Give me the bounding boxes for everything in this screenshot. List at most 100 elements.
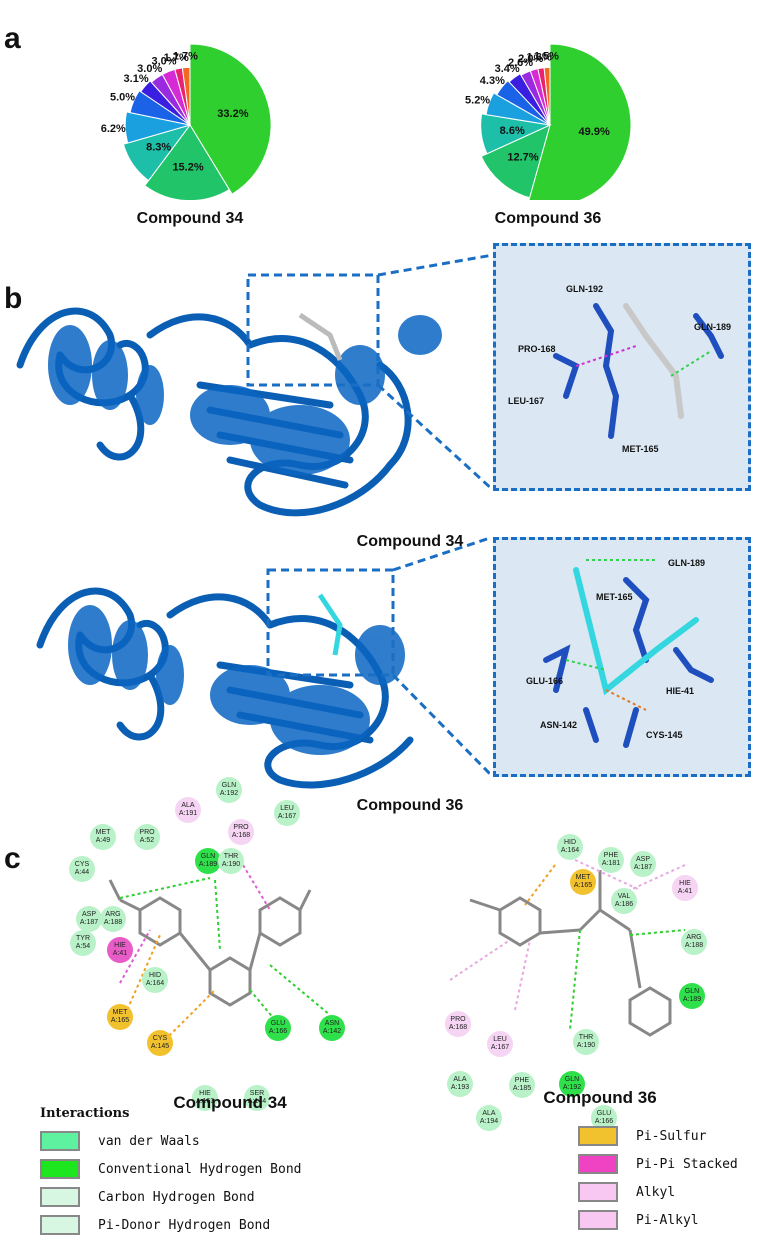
- pie-slice: [129, 90, 191, 126]
- pie-slice-label: 1.5%: [534, 50, 559, 62]
- inset-bottom-residue-6: CYS-145: [646, 730, 683, 740]
- pie-slice-label: 33.2%: [217, 108, 248, 120]
- pie-slice-label: 1.7%: [173, 51, 198, 63]
- pie-slice: [485, 92, 551, 126]
- pie-slice: [140, 80, 191, 126]
- pie-slice-label: 8.6%: [500, 125, 525, 137]
- pie-slice: [144, 124, 231, 200]
- pie-slice-label: 12.7%: [507, 152, 538, 164]
- legend-label: Pi-Donor Hydrogen Bond: [98, 1217, 271, 1233]
- inset-binding-site-compound-36: GLN-189 MET-165 GLU-166 HIE-41 ASN-142 C…: [493, 537, 751, 777]
- legend-swatch: [578, 1154, 618, 1174]
- pie-slice-label: 1.6%: [527, 51, 552, 63]
- legend-item: Conventional Hydrogen Bond: [40, 1159, 302, 1179]
- inset-top-residue-4: LEU-167: [508, 396, 545, 406]
- inset-bottom-residue-3: GLU-166: [526, 676, 564, 686]
- pie-slice: [528, 43, 632, 200]
- pie-slice-label: 5.2%: [465, 94, 490, 106]
- caption-b-top: Compound 34: [356, 533, 464, 550]
- protein-structure-compound-34: [16, 253, 490, 517]
- legend-swatch: [578, 1182, 618, 1202]
- legend-label: Carbon Hydrogen Bond: [98, 1189, 255, 1205]
- pie-slice-label: 3.1%: [124, 73, 149, 85]
- inset-bottom-residue-2: MET-165: [596, 592, 633, 602]
- interaction-diagram-compound-36-lines: [449, 859, 686, 1037]
- pie-slice-label: 5.0%: [110, 92, 135, 104]
- pie-slice: [122, 124, 192, 182]
- caption-a-left: Compound 34: [136, 210, 244, 227]
- pie-slice-label: 8.3%: [146, 142, 171, 154]
- legend-swatch: [578, 1126, 618, 1146]
- pie-slice: [189, 43, 272, 195]
- inset-top-residue-1: GLN-192: [566, 284, 604, 294]
- caption-c-right: Compound 36: [543, 1088, 657, 1107]
- legend-swatch: [40, 1159, 80, 1179]
- protein-structure-compound-36: [36, 536, 490, 789]
- legend-label: Pi-Pi Stacked: [636, 1156, 738, 1172]
- pie-slice: [480, 113, 552, 155]
- inset-top-residue-2: GLN-189: [694, 322, 732, 332]
- pie-slice-label: 2.0%: [518, 53, 543, 65]
- inset-bottom-residue-1: GLN-189: [668, 558, 706, 568]
- inset-bottom-residue-4: HIE-41: [666, 686, 695, 696]
- legend-item: Alkyl: [578, 1182, 675, 1202]
- legend-label: Alkyl: [636, 1184, 676, 1200]
- pie-slice: [508, 72, 551, 126]
- legend-swatch: [40, 1187, 80, 1207]
- legend-title: Interactions: [40, 1106, 130, 1121]
- pie-slice-label: 4.3%: [480, 75, 505, 87]
- pie-slice-label: 6.2%: [101, 123, 126, 135]
- pie-slice: [181, 66, 191, 126]
- pie-slice-label: 3.0%: [151, 55, 176, 67]
- legend-label: Pi-Alkyl: [636, 1212, 699, 1228]
- legend-swatch: [578, 1210, 618, 1230]
- caption-a-right: Compound 36: [494, 210, 602, 227]
- caption-c-left: Compound 34: [173, 1093, 287, 1112]
- panel-b-letter: b: [4, 282, 23, 315]
- legend-item: Carbon Hydrogen Bond: [40, 1187, 255, 1207]
- pie-slice: [480, 124, 551, 199]
- pie-slice: [124, 111, 191, 144]
- pie-slice-label: 3.4%: [495, 63, 520, 75]
- pie-slice: [543, 66, 551, 126]
- inset-top-residue-5: MET-165: [622, 444, 659, 454]
- inset-bottom-residue-5: ASN-142: [540, 720, 578, 730]
- caption-b-bottom: Compound 36: [356, 797, 464, 814]
- legend-item: Pi-Alkyl: [578, 1210, 699, 1230]
- inset-binding-site-compound-34: GLN-192 GLN-189 PRO-168 LEU-167 MET-165: [493, 243, 751, 491]
- legend-swatch: [40, 1215, 80, 1235]
- pie-chart-compound-34: 33.2%15.2%8.3%6.2%5.0%3.1%3.0%3.0%1.7%1.…: [101, 43, 272, 200]
- pie-slice-label: 1.7%: [164, 52, 189, 64]
- legend-label: Conventional Hydrogen Bond: [98, 1161, 302, 1177]
- panel-c-letter: c: [4, 842, 21, 875]
- legend-item: Pi-Sulfur: [578, 1126, 706, 1146]
